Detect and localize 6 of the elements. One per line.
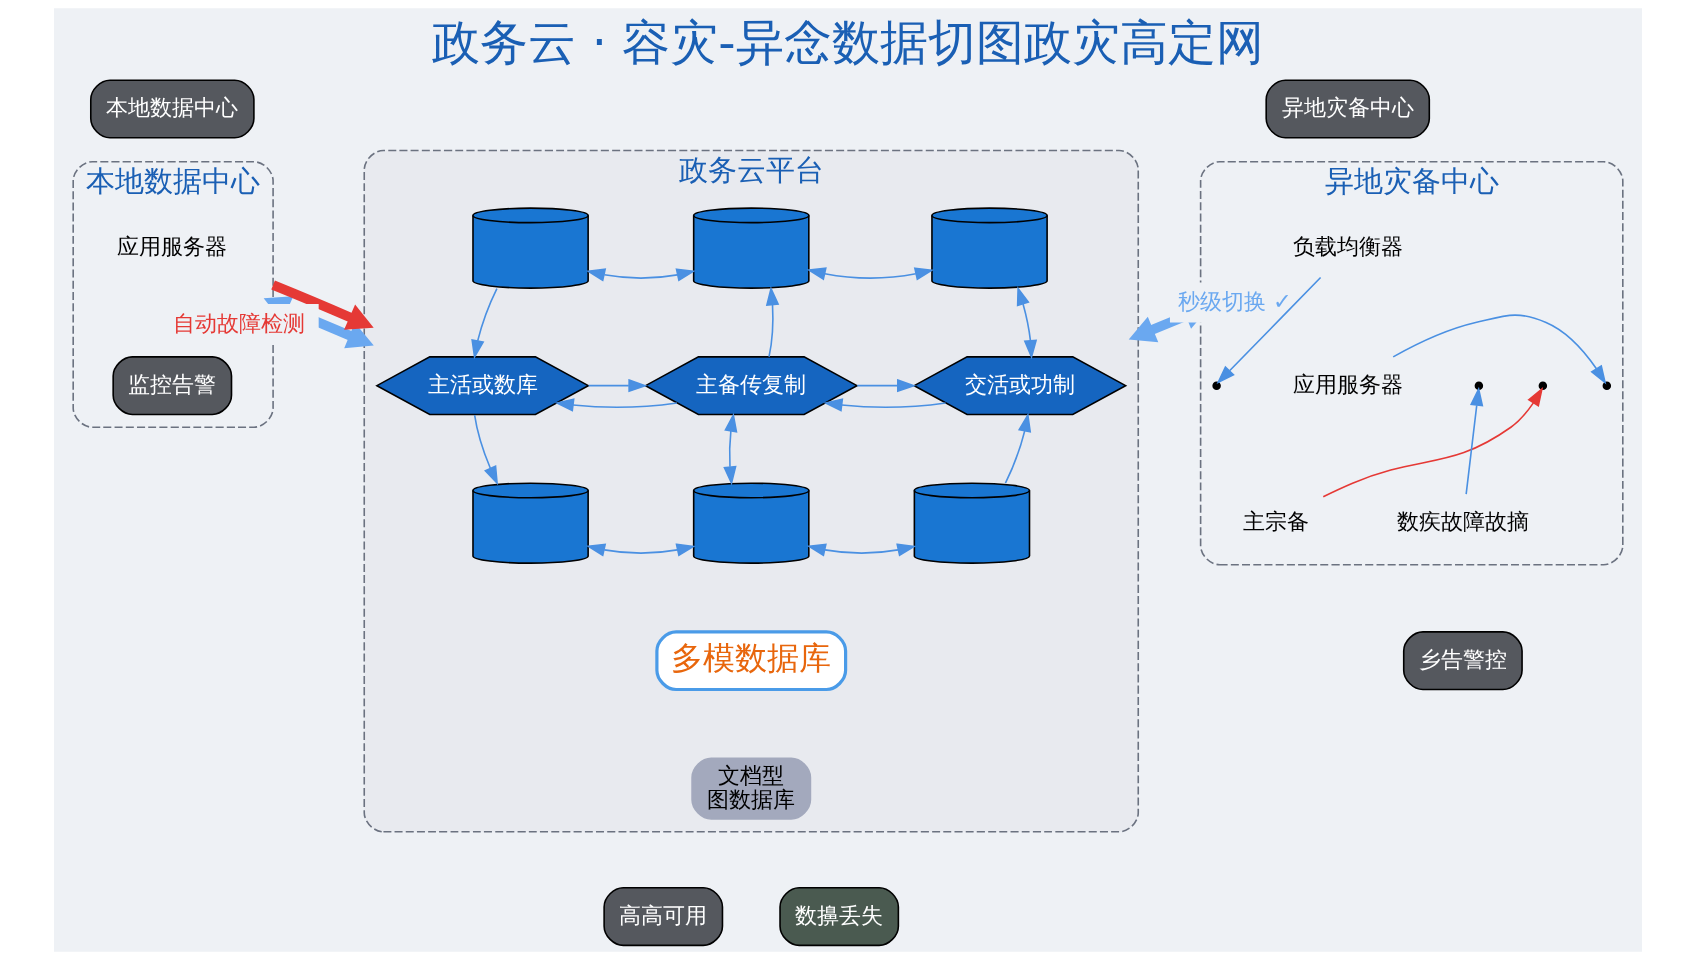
diagram-title: 政务云 · 容灾-异念数据切图政灾高定网 xyxy=(432,14,1264,71)
node-text: 应用服务器 xyxy=(1292,370,1403,397)
node-text: 主宗备 xyxy=(1242,508,1309,535)
node-text: 负载均衡器 xyxy=(1292,233,1403,260)
node-text: 数疾故障故摘 xyxy=(1396,508,1529,535)
node-text: 应用服务器 xyxy=(117,233,228,260)
